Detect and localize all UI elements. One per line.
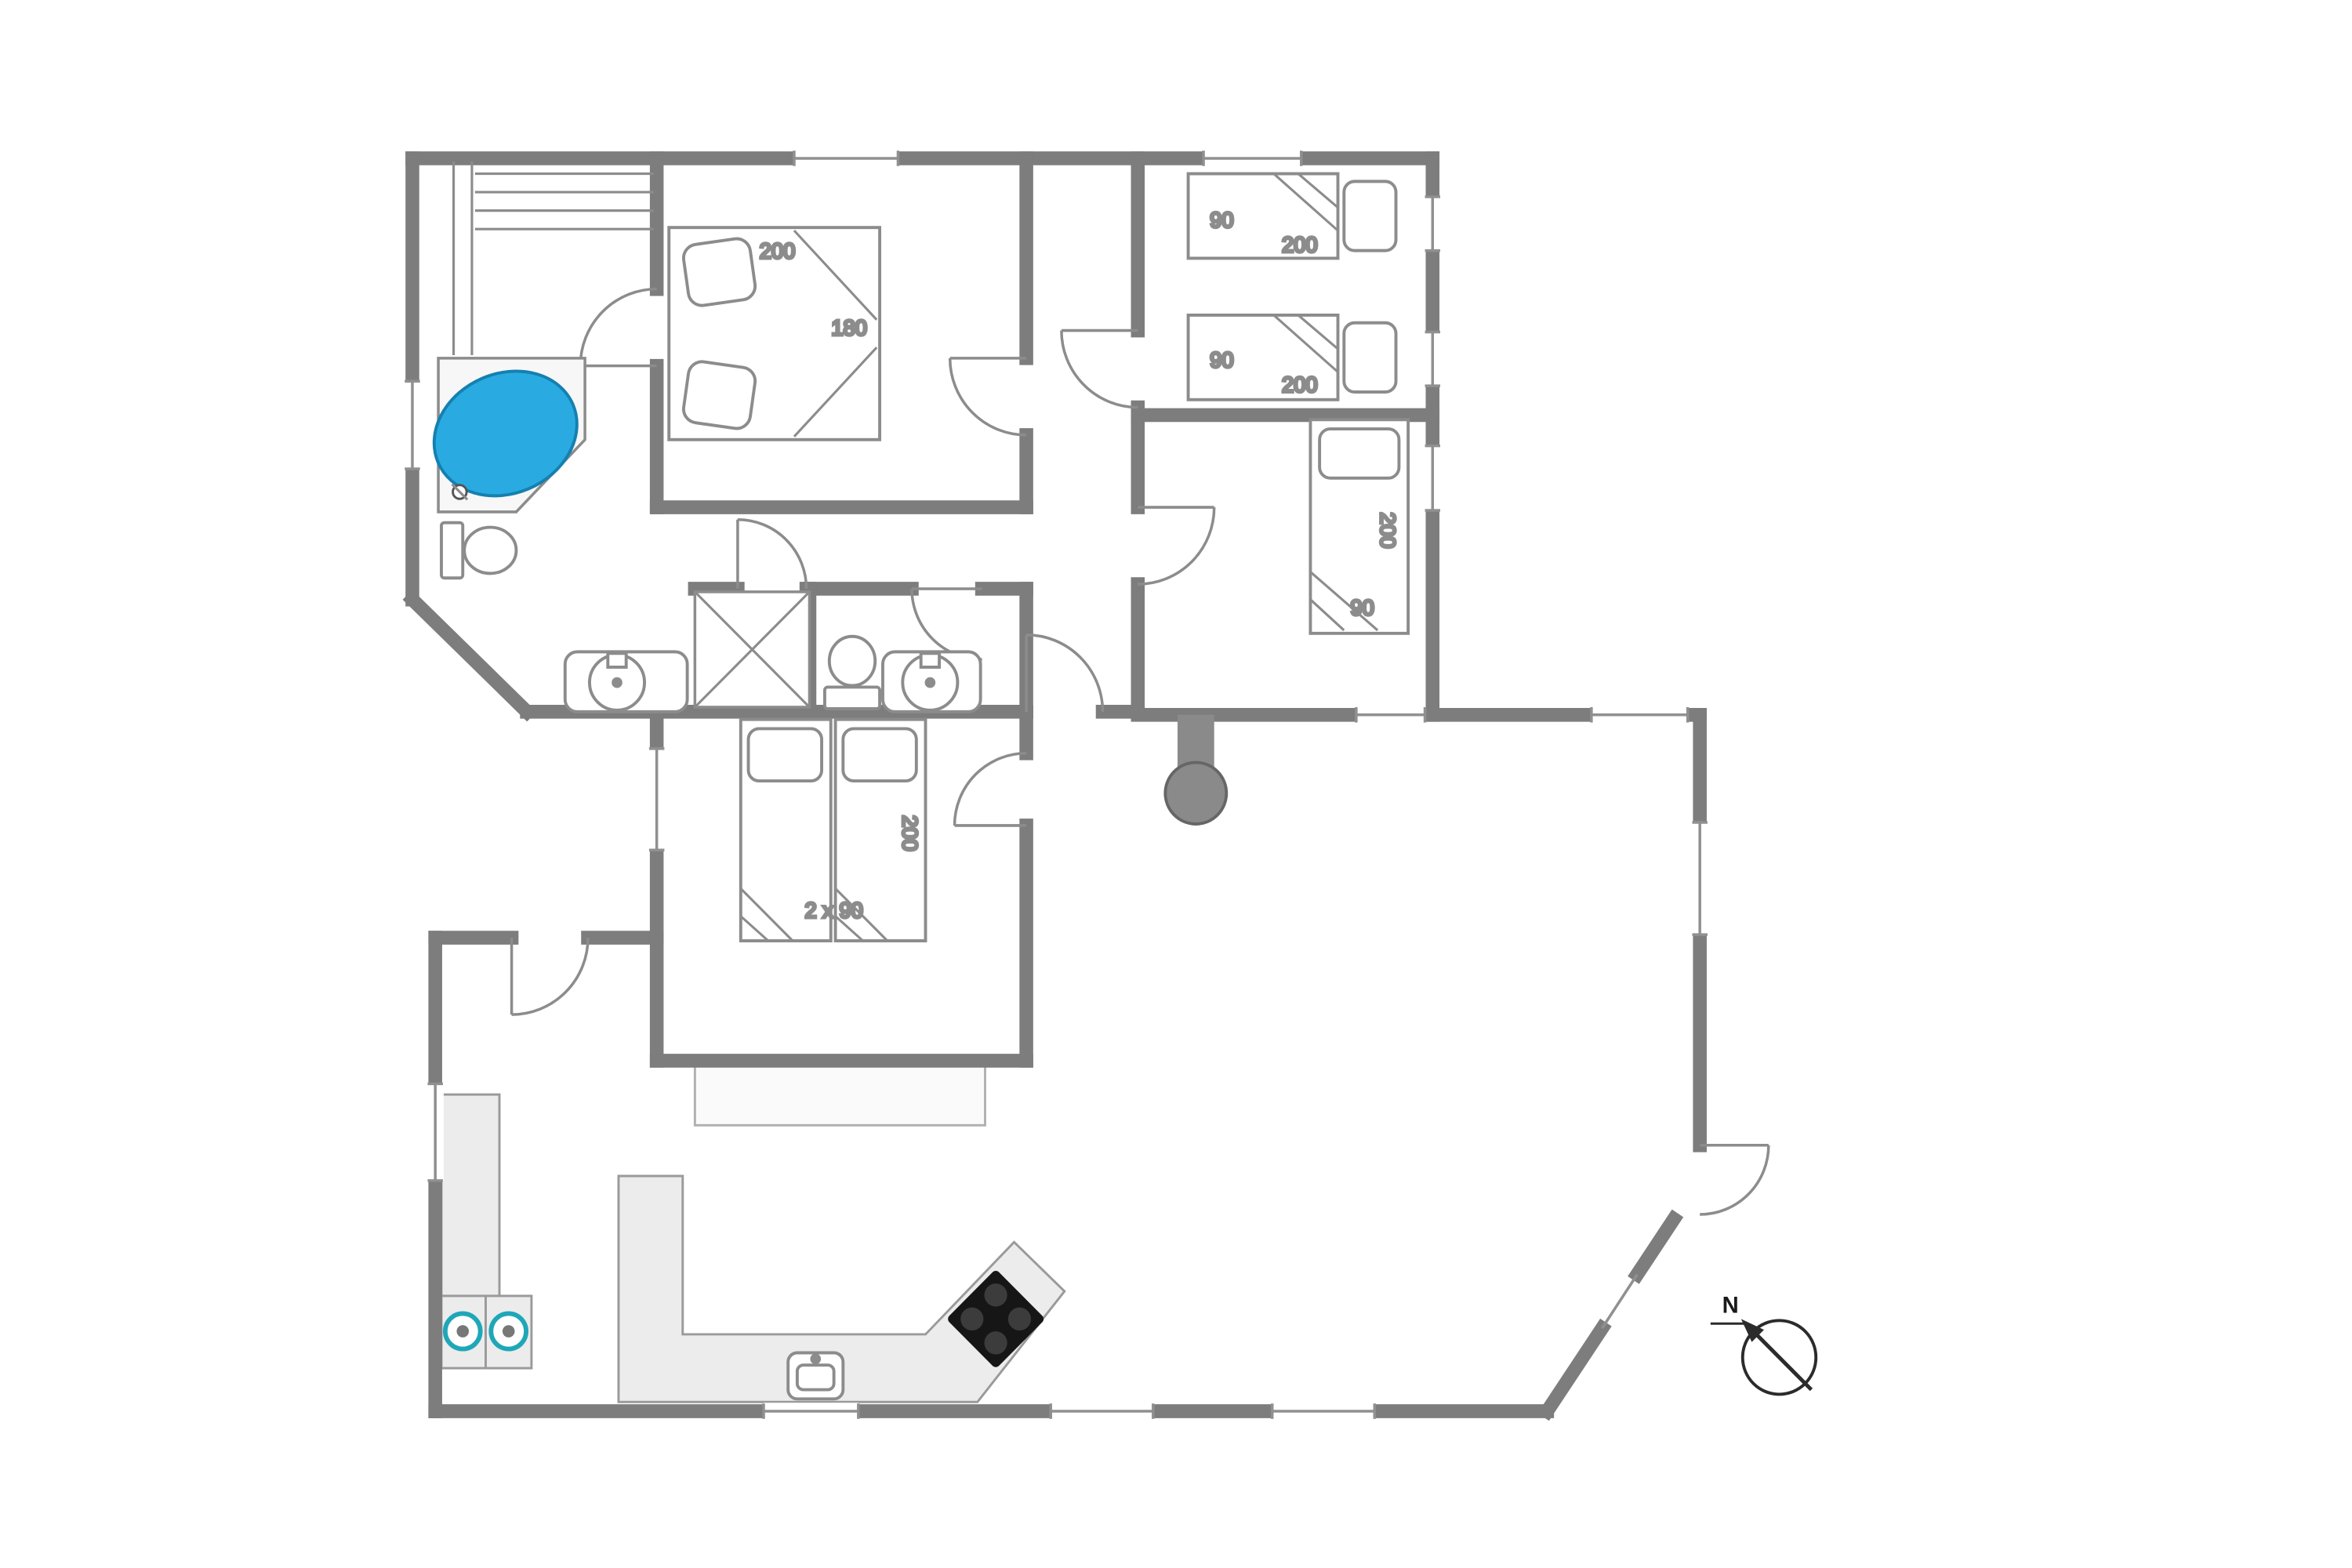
window-right-1 <box>1424 195 1441 252</box>
jacuzzi-tub <box>432 357 586 514</box>
bed-single-top-b: 90 200 <box>1186 314 1398 401</box>
bed-pair-size-label: 2 x 90 <box>804 898 862 923</box>
door-washroom-right <box>910 587 982 661</box>
door-bathroom-bedroom1 <box>579 287 657 368</box>
windows <box>404 150 1708 1420</box>
laundry-appliance-icons <box>442 1311 529 1352</box>
window-bed4-west <box>648 747 666 852</box>
door-hall-living <box>1025 633 1105 712</box>
toilet-1-icon <box>440 521 518 580</box>
door-bedroom2 <box>1060 328 1138 409</box>
bed-single-a-length-label: 200 <box>1282 232 1318 256</box>
window-bottom-1 <box>762 1403 860 1420</box>
walls <box>402 151 1707 1421</box>
stove-icon <box>948 1271 1044 1367</box>
kitchen-counters <box>440 1093 1066 1403</box>
window-left-upper <box>404 379 421 470</box>
bed-single-top-a: 90 200 <box>1186 172 1398 260</box>
door-entrance <box>510 938 590 1016</box>
kitchen-counter-bottom <box>617 1174 1066 1403</box>
compass-needle-icon <box>1740 1319 1764 1342</box>
window-bottom-3 <box>1270 1403 1376 1420</box>
compass-north-label: N <box>1722 1292 1739 1318</box>
bed-double-width-label: 180 <box>831 315 867 339</box>
door-washroom-left <box>736 517 808 589</box>
bed-single-right-length-label: 200 <box>1376 513 1400 549</box>
toilet-2-icon <box>823 634 882 710</box>
window-bed3-south <box>1355 706 1427 724</box>
shower-icon <box>693 590 811 709</box>
compass-rose: N <box>1710 1292 1818 1396</box>
bed-single-a-width-label: 90 <box>1210 208 1233 232</box>
bed-single-b-width-label: 90 <box>1210 348 1233 372</box>
sink-right-icon <box>881 650 982 713</box>
wall-diagonal-b <box>1537 1318 1612 1421</box>
window-top-1 <box>793 150 900 167</box>
fireplace-icon <box>1163 714 1229 826</box>
bed-double-length-label: 200 <box>760 238 796 263</box>
door-bedroom3 <box>1138 506 1216 586</box>
kitchen-counter-left <box>440 1093 501 1298</box>
bed-pair-length-label: 200 <box>898 815 922 851</box>
window-left-lower <box>426 1082 444 1182</box>
window-top-2 <box>1202 150 1303 167</box>
bed-single-right: 200 90 <box>1308 418 1410 635</box>
living-room-step <box>693 1062 986 1127</box>
sink-left-icon <box>563 650 689 713</box>
window-bottom-2 <box>1049 1403 1155 1420</box>
sauna-benches <box>452 161 654 355</box>
window-diagonal <box>1601 1273 1639 1330</box>
window-right-2 <box>1424 330 1441 387</box>
door-bedroom4 <box>953 752 1027 827</box>
bed-single-right-width-label: 90 <box>1350 595 1374 619</box>
doors <box>510 287 1770 1216</box>
jacuzzi-basin <box>432 369 579 498</box>
window-right-3 <box>1424 444 1441 512</box>
wall-diagonal-a <box>1628 1209 1684 1284</box>
kitchen-sink-icon <box>786 1351 845 1401</box>
bed-double: 200 180 <box>667 226 882 441</box>
bed-single-b-length-label: 200 <box>1282 372 1318 397</box>
wall-left-diagonal <box>402 590 537 722</box>
door-bedroom1 <box>948 357 1027 437</box>
door-terrace <box>1700 1144 1770 1216</box>
window-living-top <box>1590 706 1690 724</box>
window-living-right <box>1691 821 1708 936</box>
bed-pair-middle: 200 2 x 90 <box>739 717 927 942</box>
